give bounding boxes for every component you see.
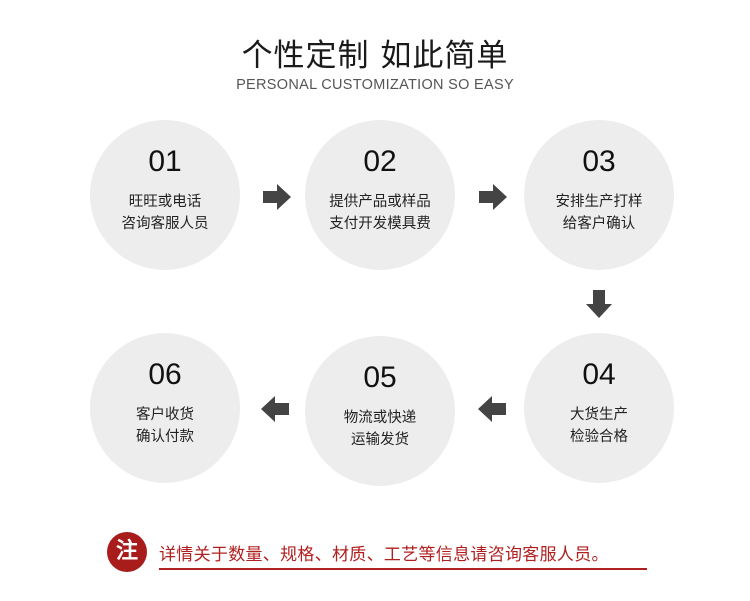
step-6-line-2: 确认付款 xyxy=(136,429,194,445)
note-badge: 注 xyxy=(107,532,147,572)
step-6-line-1: 客户收货 xyxy=(136,407,194,423)
step-4-line-2: 检验合格 xyxy=(570,429,628,445)
step-2-line-2: 支付开发模具费 xyxy=(329,216,431,232)
step-5-line-1: 物流或快递 xyxy=(343,410,417,426)
arrow-down-icon xyxy=(586,290,612,318)
step-2-number: 02 xyxy=(363,145,397,178)
arrow-left-icon xyxy=(478,396,506,422)
note-banner: 注 详情关于数量、规格、材质、工艺等信息请咨询客服人员。 xyxy=(107,532,647,572)
step-1-line-1: 旺旺或电话 xyxy=(128,194,202,210)
step-3-line-2: 给客户确认 xyxy=(562,216,636,232)
arrow-left-icon xyxy=(261,396,289,422)
step-4-line-1: 大货生产 xyxy=(570,407,628,423)
step-5-circle: 05 物流或快递 运输发货 xyxy=(305,336,455,486)
step-1-circle: 01 旺旺或电话 咨询客服人员 xyxy=(90,120,240,270)
step-5-line-2: 运输发货 xyxy=(351,432,409,448)
step-4-circle: 04 大货生产 检验合格 xyxy=(524,333,674,483)
step-4-number: 04 xyxy=(582,358,616,391)
step-2-circle: 02 提供产品或样品 支付开发模具费 xyxy=(305,120,455,270)
arrow-right-icon xyxy=(263,184,291,210)
step-1-line-2: 咨询客服人员 xyxy=(121,216,209,232)
page-subtitle: PERSONAL CUSTOMIZATION SO EASY xyxy=(236,77,514,93)
step-3-number: 03 xyxy=(582,145,616,178)
step-3-line-1: 安排生产打样 xyxy=(555,194,643,210)
note-text: 详情关于数量、规格、材质、工艺等信息请咨询客服人员。 xyxy=(159,545,609,565)
step-6-circle: 06 客户收货 确认付款 xyxy=(90,333,240,483)
step-1-number: 01 xyxy=(148,145,182,178)
step-2-line-1: 提供产品或样品 xyxy=(329,194,431,210)
step-3-circle: 03 安排生产打样 给客户确认 xyxy=(524,120,674,270)
arrow-right-icon xyxy=(479,184,507,210)
step-6-number: 06 xyxy=(148,358,182,391)
page-title: 个性定制 如此简单 xyxy=(241,38,509,74)
step-5-number: 05 xyxy=(363,361,397,394)
note-underline xyxy=(159,568,647,570)
